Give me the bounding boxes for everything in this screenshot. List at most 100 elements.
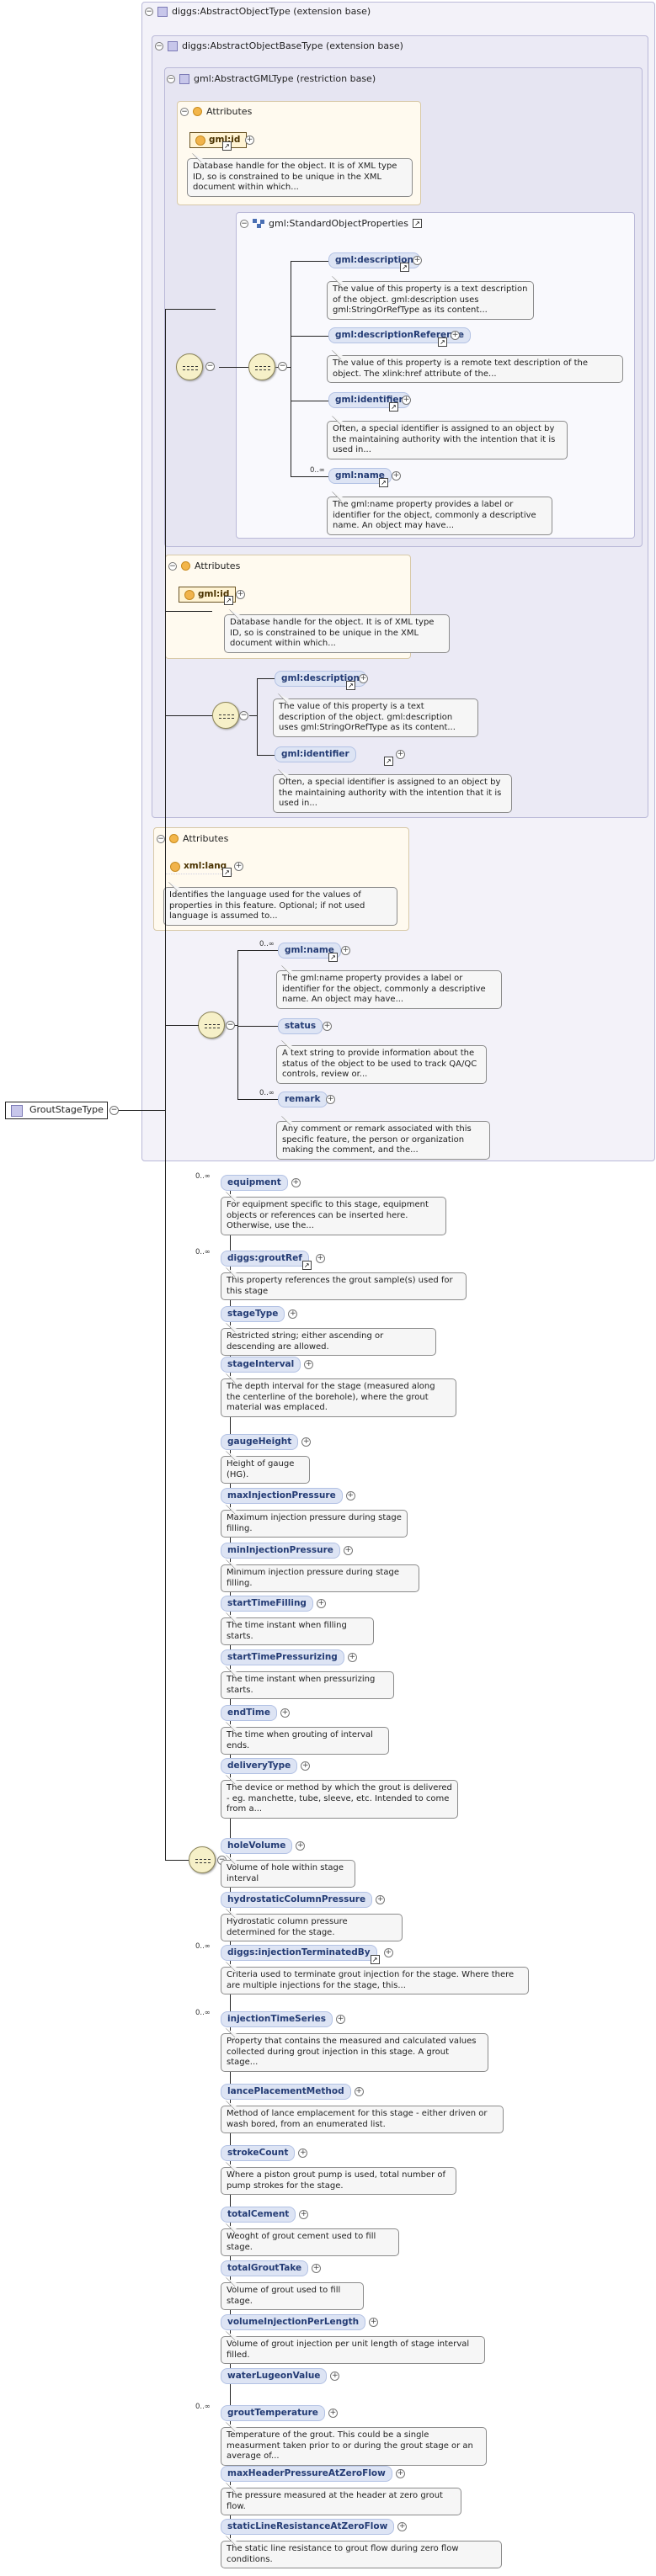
expand-icon[interactable]: + bbox=[376, 1895, 386, 1904]
collapse-toggle-icon[interactable]: − bbox=[157, 834, 165, 843]
panel-header-abstract-object-type[interactable]: − diggs:AbstractObjectType (extension ba… bbox=[145, 6, 371, 17]
expand-icon[interactable]: + bbox=[343, 1546, 353, 1555]
element-stageinterval[interactable]: stageInterval bbox=[221, 1357, 301, 1373]
expand-icon[interactable]: + bbox=[312, 2264, 322, 2273]
element-status[interactable]: status bbox=[278, 1018, 323, 1034]
attributes-header[interactable]: − Attributes bbox=[180, 106, 252, 117]
element-starttimepressurizing[interactable]: startTimePressurizing bbox=[221, 1649, 344, 1665]
expand-icon[interactable]: + bbox=[402, 396, 411, 405]
expand-icon[interactable]: + bbox=[280, 1708, 290, 1718]
expand-icon[interactable]: + bbox=[288, 1309, 298, 1319]
expand-icon[interactable]: + bbox=[304, 1360, 314, 1369]
expand-icon[interactable]: + bbox=[296, 1841, 306, 1851]
expand-icon[interactable]: + bbox=[299, 2210, 309, 2219]
link-icon[interactable]: ↗ bbox=[328, 953, 338, 962]
expand-icon[interactable]: + bbox=[291, 1178, 301, 1187]
expand-icon[interactable]: − bbox=[205, 362, 215, 371]
element-starttimefilling[interactable]: startTimeFilling bbox=[221, 1596, 313, 1612]
element-holevolume[interactable]: holeVolume bbox=[221, 1838, 293, 1854]
sequence-compositor-icon[interactable] bbox=[189, 1846, 216, 1873]
link-icon[interactable]: ↗ bbox=[222, 141, 232, 151]
expand-icon[interactable]: + bbox=[395, 2469, 405, 2478]
expand-icon[interactable]: − bbox=[109, 1106, 119, 1115]
attributes-header[interactable]: − Attributes bbox=[157, 833, 228, 844]
expand-icon[interactable]: + bbox=[383, 1948, 393, 1957]
expand-icon[interactable]: + bbox=[323, 1022, 332, 1031]
panel-header-abstract-object-base-type[interactable]: − diggs:AbstractObjectBaseType (extensio… bbox=[155, 40, 403, 51]
link-icon[interactable]: ↗ bbox=[389, 402, 398, 412]
element-endtime[interactable]: endTime bbox=[221, 1705, 277, 1721]
collapse-toggle-icon[interactable]: − bbox=[180, 107, 189, 116]
element-strokecount[interactable]: strokeCount bbox=[221, 2145, 296, 2161]
element-stagetype[interactable]: stageType bbox=[221, 1306, 285, 1322]
element-volumeinjectionperlength[interactable]: volumeInjectionPerLength bbox=[221, 2314, 366, 2330]
expand-icon[interactable]: + bbox=[397, 2522, 408, 2531]
collapse-toggle-icon[interactable]: − bbox=[168, 561, 177, 571]
element-hydrostaticcolumnpressure[interactable]: hydrostaticColumnPressure bbox=[221, 1892, 373, 1908]
element-injectiontimeseries[interactable]: injectionTimeSeries bbox=[221, 2011, 333, 2027]
element-staticlineresistanceatzeroflow[interactable]: staticLineResistanceAtZeroFlow bbox=[221, 2519, 395, 2535]
collapse-toggle-icon[interactable]: − bbox=[240, 219, 248, 228]
sequence-compositor-icon[interactable] bbox=[212, 702, 239, 729]
attributes-header[interactable]: − Attributes bbox=[168, 560, 240, 571]
attribute-gml-id[interactable]: gml:id bbox=[179, 587, 237, 603]
element-gml-description[interactable]: gml:description bbox=[275, 671, 366, 687]
element-grouttemperature[interactable]: groutTemperature bbox=[221, 2405, 325, 2421]
element-waterlugeonvalue[interactable]: waterLugeonValue bbox=[221, 2368, 328, 2384]
element-totalgrouttake[interactable]: totalGroutTake bbox=[221, 2260, 309, 2276]
element-mininjectionpressure[interactable]: minInjectionPressure bbox=[221, 1543, 340, 1559]
link-icon[interactable]: ↗ bbox=[222, 868, 232, 877]
element-diggs-groutref[interactable]: diggs:groutRef bbox=[221, 1251, 309, 1267]
expand-icon[interactable]: + bbox=[335, 2015, 345, 2024]
element-equipment[interactable]: equipment bbox=[221, 1175, 288, 1191]
expand-icon[interactable]: + bbox=[347, 1653, 357, 1662]
expand-icon[interactable]: − bbox=[278, 362, 287, 371]
expand-icon[interactable]: + bbox=[301, 1437, 312, 1447]
expand-icon[interactable]: + bbox=[315, 1254, 325, 1263]
expand-icon[interactable]: + bbox=[236, 590, 245, 599]
expand-icon[interactable]: + bbox=[392, 471, 401, 481]
expand-icon[interactable]: + bbox=[298, 2148, 308, 2158]
element-totalcement[interactable]: totalCement bbox=[221, 2207, 296, 2223]
element-gml-name[interactable]: gml:name bbox=[278, 943, 341, 959]
expand-icon[interactable]: + bbox=[359, 674, 368, 683]
expand-icon[interactable]: − bbox=[226, 1021, 235, 1030]
expand-icon[interactable]: + bbox=[354, 2087, 364, 2096]
root-type-groutstagetype[interactable]: GroutStageType bbox=[5, 1102, 108, 1119]
link-icon[interactable]: ↗ bbox=[379, 478, 388, 487]
element-gml-identifier[interactable]: gml:identifier bbox=[275, 746, 356, 762]
collapse-toggle-icon[interactable]: − bbox=[145, 7, 153, 16]
expand-icon[interactable]: + bbox=[341, 946, 350, 955]
link-icon[interactable]: ↗ bbox=[346, 681, 355, 690]
element-gml-name[interactable]: gml:name bbox=[328, 468, 392, 484]
link-icon[interactable]: ↗ bbox=[224, 596, 233, 605]
attribute-gml-id[interactable]: gml:id bbox=[189, 132, 248, 148]
expand-icon[interactable]: + bbox=[330, 2372, 340, 2381]
collapse-toggle-icon[interactable]: − bbox=[167, 74, 175, 83]
sequence-compositor-icon[interactable] bbox=[248, 353, 275, 380]
expand-icon[interactable]: + bbox=[396, 750, 405, 759]
element-deliverytype[interactable]: deliveryType bbox=[221, 1758, 298, 1774]
link-icon[interactable]: ↗ bbox=[400, 263, 409, 272]
link-icon[interactable]: ↗ bbox=[301, 1261, 312, 1270]
expand-icon[interactable]: + bbox=[451, 331, 460, 340]
expand-icon[interactable]: + bbox=[413, 256, 422, 265]
element-gml-descriptionreference[interactable]: gml:descriptionReference bbox=[328, 327, 471, 343]
element-maxheaderpressureatzeroflow[interactable]: maxHeaderPressureAtZeroFlow bbox=[221, 2466, 392, 2482]
panel-header-standard-object-properties[interactable]: − gml:StandardObjectProperties ↗ bbox=[240, 218, 422, 229]
element-gml-identifier[interactable]: gml:identifier bbox=[328, 392, 410, 408]
expand-icon[interactable]: + bbox=[345, 1491, 355, 1500]
element-gml-description[interactable]: gml:description bbox=[328, 252, 420, 268]
expand-icon[interactable]: + bbox=[245, 135, 254, 145]
element-maxinjectionpressure[interactable]: maxInjectionPressure bbox=[221, 1488, 343, 1504]
element-lanceplacementmethod[interactable]: lancePlacementMethod bbox=[221, 2084, 351, 2100]
collapse-toggle-icon[interactable]: − bbox=[155, 41, 163, 50]
expand-icon[interactable]: + bbox=[328, 2409, 338, 2418]
expand-icon[interactable]: + bbox=[316, 1599, 326, 1608]
element-gaugeheight[interactable]: gaugeHeight bbox=[221, 1434, 299, 1450]
link-icon[interactable]: ↗ bbox=[384, 757, 393, 766]
sequence-compositor-icon[interactable] bbox=[176, 353, 203, 380]
expand-icon[interactable]: + bbox=[326, 1095, 335, 1104]
expand-icon[interactable]: + bbox=[369, 2318, 379, 2327]
expand-icon[interactable]: + bbox=[234, 862, 243, 871]
